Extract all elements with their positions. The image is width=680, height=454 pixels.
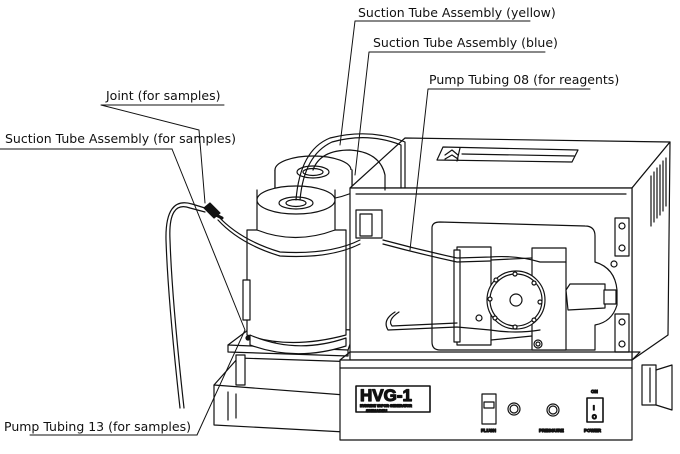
power-switch-on-glyph: I (593, 406, 595, 412)
model-name: HVG-1 (360, 386, 412, 405)
power-label: POWER (584, 428, 602, 433)
brand-name: SHIMADZU (366, 408, 387, 413)
power-on-label: ON (591, 389, 598, 394)
sample-joint (203, 202, 224, 220)
callout-joint: Joint (for samples) (106, 88, 221, 103)
flush-label: FLUSH (481, 428, 496, 433)
model-subtitle: HYDRIDE VAPOR GENERATOR (360, 404, 412, 408)
front-control-panel (339, 351, 673, 441)
callout-suction-tube-yellow: Suction Tube Assembly (yellow) (358, 5, 556, 20)
bottle-reagent-blue (242, 185, 347, 355)
suction-tubes (165, 133, 406, 409)
pressure-label: PRESSURE (539, 428, 564, 433)
power-switch-off-glyph: O (592, 415, 597, 421)
leader-lines (0, 20, 591, 436)
vent-grille (650, 157, 667, 227)
callout-pump-tubing-08: Pump Tubing 08 (for reagents) (429, 72, 620, 87)
callout-pump-tubing-13: Pump Tubing 13 (for samples) (4, 419, 191, 434)
peristaltic-pump (453, 246, 617, 351)
callout-suction-tube-blue: Suction Tube Assembly (blue) (373, 35, 558, 50)
callout-suction-tube-samples: Suction Tube Assembly (for samples) (5, 131, 236, 146)
pump-tubing-path (382, 239, 567, 333)
